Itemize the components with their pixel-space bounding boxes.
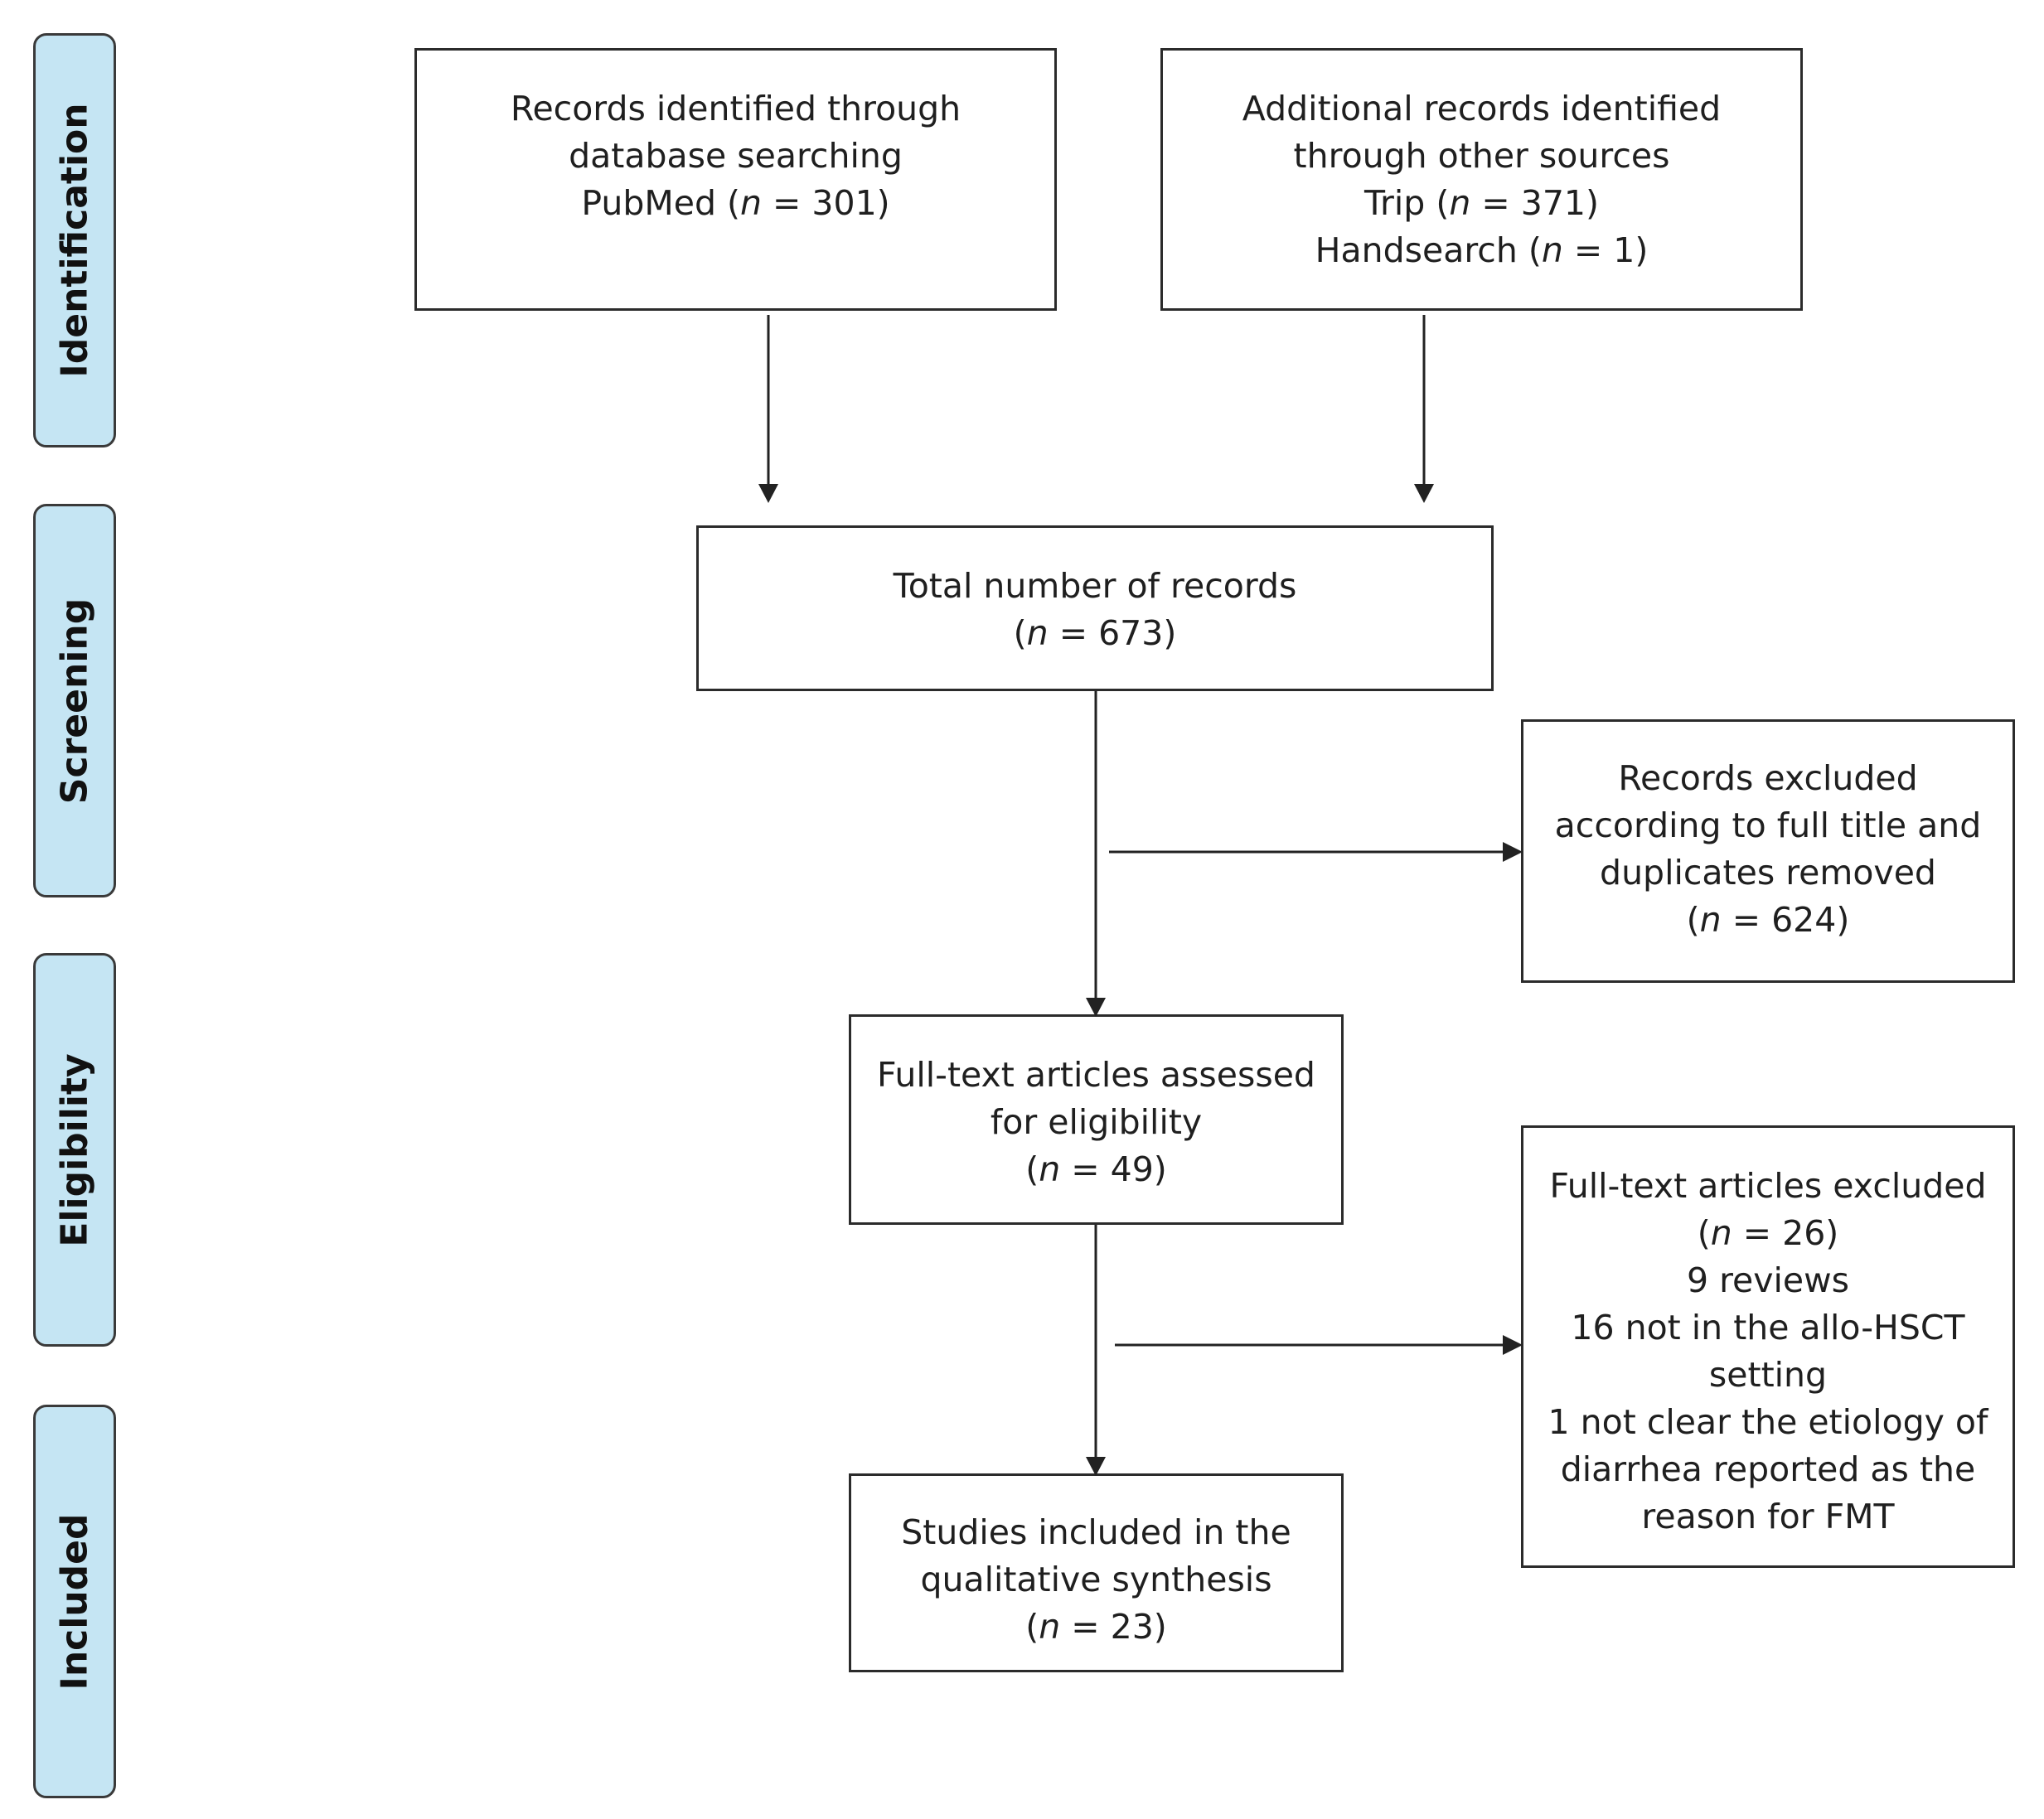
count-suffix: = 49) (1060, 1149, 1167, 1189)
phase-screening: Screening (33, 504, 116, 897)
arrowhead-total (1086, 998, 1106, 1017)
n-variable: n (1039, 1607, 1061, 1647)
count-suffix: = 673) (1048, 613, 1177, 653)
n-variable: n (1449, 183, 1471, 223)
phase-eligibility: Eligibility (33, 953, 116, 1347)
count-prefix: ( (1013, 613, 1027, 653)
box-total-records: Total number of records (n = 673) (696, 525, 1494, 691)
count-prefix: ( (1025, 1607, 1039, 1647)
box-text-line: according to full title and (1554, 805, 1982, 845)
arrowhead-records-excluded (1503, 842, 1523, 862)
n-variable: n (1541, 230, 1563, 270)
box-text-line: Full-text articles assessed (877, 1055, 1315, 1095)
exclusion-reason: 16 not in the allo-HSCT (1571, 1308, 1965, 1347)
arrowhead-other-sources (1414, 484, 1434, 503)
phase-identification: Identification (33, 33, 116, 447)
box-text-line: duplicates removed (1600, 853, 1936, 893)
box-fulltext-excluded: Full-text articles excluded (n = 26) 9 r… (1521, 1125, 2015, 1568)
count-prefix: ( (1686, 900, 1700, 940)
arrowhead-assessed (1086, 1457, 1106, 1476)
n-variable: n (1710, 1213, 1732, 1253)
count-line: Handsearch (n = 1) (1315, 227, 1649, 274)
count-line: (n = 23) (1025, 1604, 1167, 1651)
count-line: (n = 26) (1698, 1210, 1839, 1257)
box-text-line: Total number of records (893, 566, 1297, 606)
count-line: (n = 49) (1025, 1146, 1167, 1193)
box-text-line: Additional records identified (1242, 89, 1722, 128)
exclusion-reason: 1 not clear the etiology of (1548, 1402, 1988, 1442)
count-prefix: ( (1025, 1149, 1039, 1189)
box-text-line: Full-text articles excluded (1549, 1166, 1987, 1206)
count-suffix: = 26) (1732, 1213, 1839, 1253)
box-text-line: through other sources (1293, 136, 1670, 176)
count-prefix: Trip ( (1364, 183, 1450, 223)
box-text-line: database searching (569, 136, 903, 176)
box-records-excluded: Records excluded according to full title… (1521, 719, 2015, 983)
box-text-line: Records excluded (1618, 758, 1918, 798)
n-variable: n (1026, 613, 1049, 653)
count-suffix: = 23) (1060, 1607, 1167, 1647)
count-suffix: = 371) (1470, 183, 1599, 223)
box-text-line: Records identified through (510, 89, 961, 128)
box-text-line: qualitative synthesis (920, 1560, 1272, 1599)
exclusion-reason: 9 reviews (1686, 1260, 1850, 1300)
exclusion-reason: reason for FMT (1641, 1497, 1895, 1536)
arrowhead-fulltext-excluded (1503, 1335, 1523, 1355)
box-fulltext-assessed: Full-text articles assessed for eligibil… (849, 1014, 1344, 1225)
count-line: Trip (n = 371) (1364, 180, 1599, 227)
arrowhead-database (758, 484, 778, 503)
count-line: PubMed (n = 301) (581, 180, 889, 227)
box-text-line: Studies included in the (901, 1512, 1291, 1552)
box-studies-included: Studies included in the qualitative synt… (849, 1473, 1344, 1672)
box-database-records: Records identified through database sear… (414, 48, 1057, 311)
box-text-line: for eligibility (990, 1102, 1203, 1142)
n-variable: n (1039, 1149, 1061, 1189)
phase-included: Included (33, 1405, 116, 1798)
box-other-sources: Additional records identified through ot… (1160, 48, 1803, 311)
exclusion-reason: diarrhea reported as the (1560, 1449, 1976, 1489)
count-suffix: = 301) (762, 183, 890, 223)
exclusion-reason: setting (1708, 1355, 1828, 1395)
count-suffix: = 624) (1721, 900, 1850, 940)
count-prefix: Handsearch ( (1315, 230, 1542, 270)
n-variable: n (1699, 900, 1722, 940)
n-variable: n (740, 183, 762, 223)
count-line: (n = 624) (1687, 897, 1850, 944)
count-suffix: = 1) (1562, 230, 1649, 270)
count-prefix: PubMed ( (581, 183, 740, 223)
count-prefix: ( (1697, 1213, 1711, 1253)
count-line: (n = 673) (1014, 610, 1177, 657)
